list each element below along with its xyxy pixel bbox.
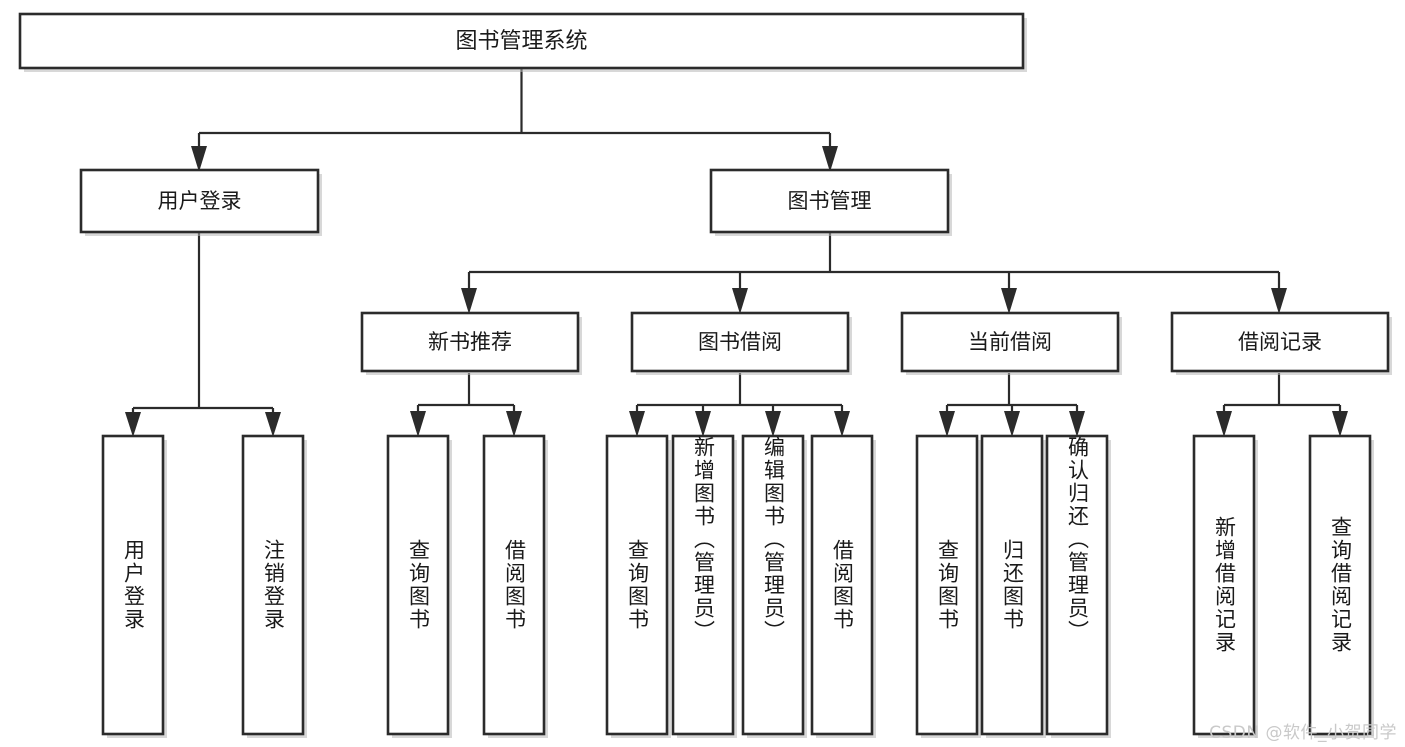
arrow-to-leaf-logout bbox=[265, 412, 281, 437]
arrow-to-leaf-nbr-borrow bbox=[506, 411, 522, 437]
arrow-to-leaf-br-query bbox=[1332, 411, 1348, 437]
arrow-to-current-borrow bbox=[1001, 288, 1017, 314]
node-new-book-recommend[interactable]: 新书推荐 bbox=[360, 311, 582, 375]
connector-user-login-bus bbox=[131, 232, 275, 418]
arrow-to-leaf-bb-add bbox=[695, 411, 711, 437]
arrow-to-leaf-nbr-query bbox=[410, 411, 426, 437]
leaf-bb-borrow-box[interactable] bbox=[810, 434, 874, 736]
arrow-to-borrow-record bbox=[1271, 288, 1287, 314]
arrow-to-new-book-recommend bbox=[461, 288, 477, 314]
node-user-login[interactable]: 用户登录 bbox=[79, 168, 322, 236]
connector-new-book-recommend-bus bbox=[416, 373, 516, 416]
node-book-management[interactable]: 图书管理 bbox=[709, 168, 952, 236]
node-borrow-record-box[interactable] bbox=[1170, 311, 1390, 373]
leaf-nbr-borrow-box[interactable] bbox=[482, 434, 546, 736]
node-borrow-record[interactable]: 借阅记录 bbox=[1170, 311, 1392, 375]
node-user-login-box[interactable] bbox=[79, 168, 320, 234]
arrow-to-leaf-user-login bbox=[125, 412, 141, 437]
node-current-borrow-label: 当前借阅 bbox=[968, 330, 1052, 354]
arrow-to-leaf-cb-return bbox=[1004, 411, 1020, 437]
arrow-to-book-management bbox=[822, 146, 838, 172]
arrow-to-leaf-bb-query bbox=[629, 411, 645, 437]
connector-layer bbox=[125, 68, 1348, 437]
leaf-bb-edit-box[interactable] bbox=[741, 434, 805, 736]
leaf-cb-return-box[interactable] bbox=[980, 434, 1044, 736]
arrow-to-user-login bbox=[191, 146, 207, 172]
leaf-br-add-box[interactable] bbox=[1192, 434, 1256, 736]
arrow-to-leaf-br-add bbox=[1216, 411, 1232, 437]
node-root-label: 图书管理系统 bbox=[455, 29, 587, 54]
node-current-borrow[interactable]: 当前借阅 bbox=[900, 311, 1122, 375]
arrow-to-leaf-cb-confirm bbox=[1069, 411, 1085, 437]
connector-book-borrow-bus bbox=[635, 373, 844, 416]
node-book-borrow-box[interactable] bbox=[630, 311, 850, 373]
node-book-borrow[interactable]: 图书借阅 bbox=[630, 311, 852, 375]
connector-book-management-bus bbox=[467, 232, 1281, 288]
node-new-book-recommend-box[interactable] bbox=[360, 311, 580, 373]
arrow-to-leaf-bb-edit bbox=[765, 411, 781, 437]
csdn-watermark: CSDN @软件_小贺同学 bbox=[1209, 723, 1397, 743]
leaf-layer bbox=[101, 434, 1374, 738]
node-new-book-recommend-label: 新书推荐 bbox=[428, 330, 512, 354]
node-borrow-record-label: 借阅记录 bbox=[1238, 330, 1322, 354]
node-book-management-label: 图书管理 bbox=[788, 189, 872, 213]
node-root[interactable]: 图书管理系统 bbox=[18, 12, 1027, 72]
arrow-to-leaf-cb-query bbox=[939, 411, 955, 437]
leaf-nbr-query-box[interactable] bbox=[386, 434, 450, 736]
arrow-to-leaf-bb-borrow bbox=[834, 411, 850, 437]
arrow-to-book-borrow bbox=[732, 288, 748, 314]
leaf-bb-query-box[interactable] bbox=[605, 434, 669, 736]
leaf-br-query-box[interactable] bbox=[1308, 434, 1372, 736]
leaf-bb-add-box[interactable] bbox=[671, 434, 735, 736]
node-book-management-box[interactable] bbox=[709, 168, 950, 234]
connector-current-borrow-bus bbox=[945, 373, 1079, 416]
node-root-box[interactable] bbox=[18, 12, 1025, 70]
node-current-borrow-box[interactable] bbox=[900, 311, 1120, 373]
leaf-logout-box[interactable] bbox=[241, 434, 305, 736]
node-book-borrow-label: 图书借阅 bbox=[698, 330, 782, 354]
leaf-cb-query-box[interactable] bbox=[915, 434, 979, 736]
leaf-cb-confirm-box[interactable] bbox=[1045, 434, 1109, 736]
leaf-user-login-box[interactable] bbox=[101, 434, 165, 736]
node-user-login-label: 用户登录 bbox=[158, 189, 242, 213]
connector-borrow-record-bus bbox=[1222, 373, 1342, 416]
connector-root-bus bbox=[197, 68, 832, 152]
